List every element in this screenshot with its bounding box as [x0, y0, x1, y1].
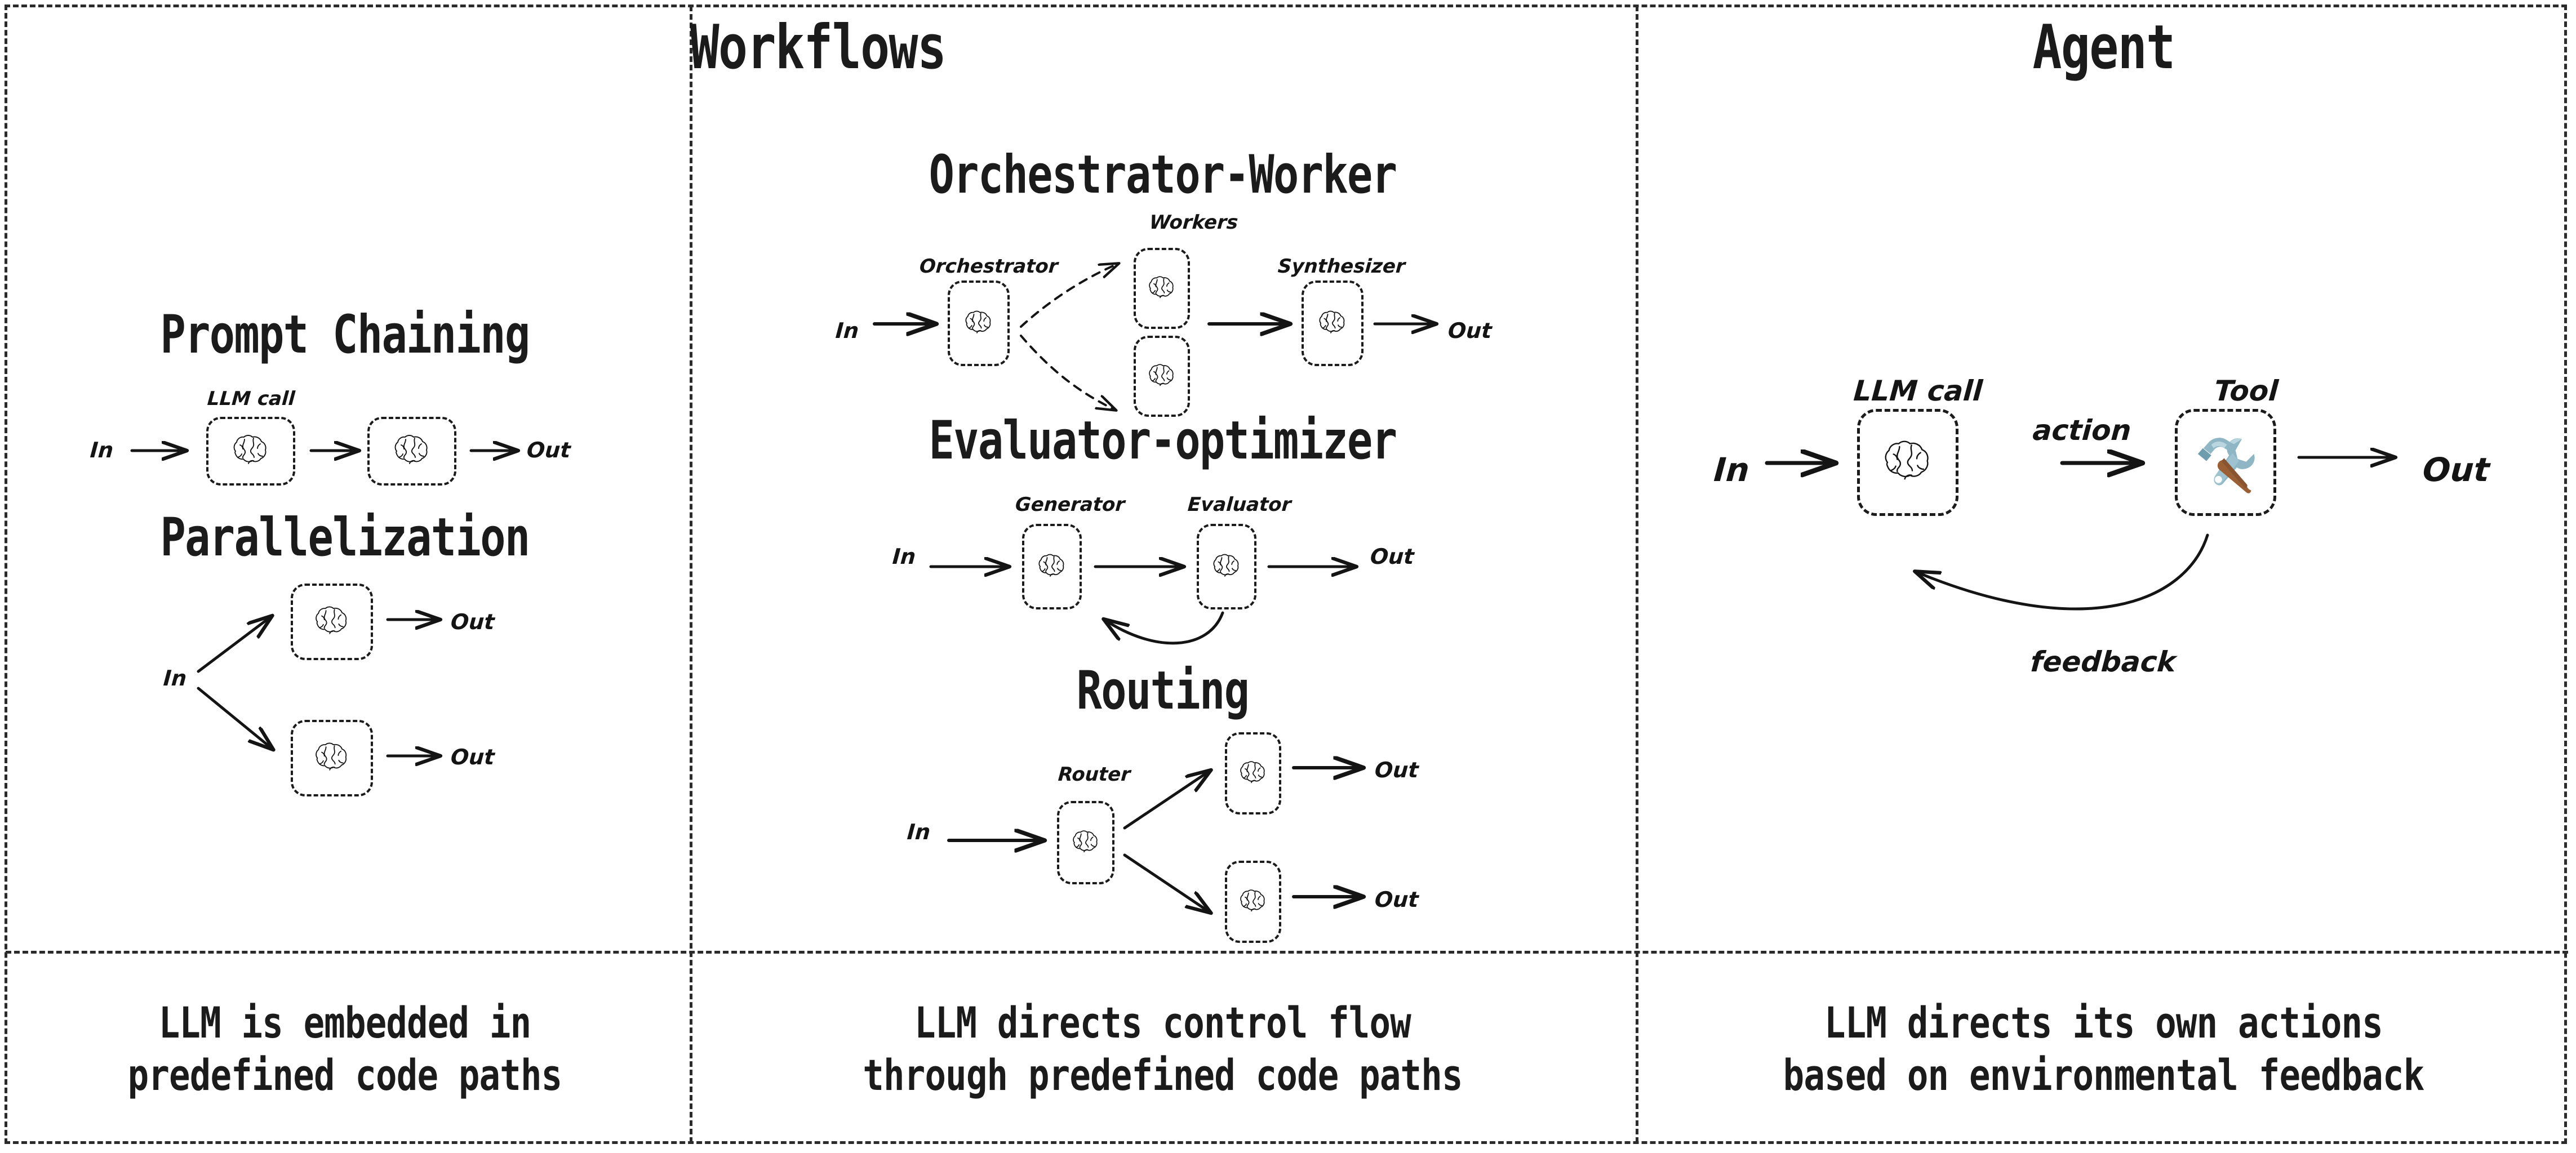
label-llm-call-prompt-chaining: LLM call: [206, 388, 296, 410]
label-orchestrator: Orchestrator: [918, 255, 1059, 278]
brain-icon: [1149, 364, 1174, 386]
outer-dashed-frame: [5, 5, 2567, 1144]
node-llm-bottom-parallelization[interactable]: [291, 720, 373, 796]
hammer-and-wrench-icon: [2197, 438, 2255, 493]
brain-icon: [1038, 554, 1064, 577]
node-route-target-bottom[interactable]: [1225, 861, 1281, 943]
label-workers: Workers: [1148, 211, 1239, 234]
brain-icon: [233, 435, 267, 464]
caption-agent-right: LLM directs its own actions based on env…: [1783, 998, 2425, 1100]
label-in-routing: In: [906, 820, 931, 844]
node-llm-call-1-prompt-chaining[interactable]: [206, 417, 295, 486]
label-llm-call-agent: LLM call: [1852, 375, 1984, 407]
label-in-agent: In: [1712, 451, 1751, 489]
column-divider-left: [690, 6, 692, 1143]
brain-icon: [394, 435, 428, 464]
node-synthesizer[interactable]: [1302, 281, 1363, 366]
pattern-title-prompt-chaining: Prompt Chaining: [160, 304, 530, 366]
brain-icon: [965, 310, 991, 333]
label-synthesizer: Synthesizer: [1277, 255, 1406, 278]
brain-icon: [316, 606, 347, 634]
label-tool-agent: Tool: [2213, 375, 2280, 407]
label-generator: Generator: [1014, 493, 1126, 516]
label-out-agent: Out: [2421, 451, 2491, 489]
label-out-top-parallelization: Out: [450, 609, 496, 634]
label-out-top-routing: Out: [1374, 758, 1420, 782]
node-evaluator[interactable]: [1197, 524, 1256, 609]
label-out-prompt-chaining: Out: [526, 438, 572, 462]
label-in-prompt-chaining: In: [89, 438, 114, 462]
pattern-title-routing: Routing: [1076, 660, 1250, 722]
node-worker-top[interactable]: [1134, 248, 1190, 329]
node-llm-call-2-prompt-chaining[interactable]: [367, 417, 456, 486]
pattern-title-evaluator-optimizer: Evaluator-optimizer: [929, 410, 1397, 471]
node-orchestrator[interactable]: [948, 281, 1010, 366]
column-divider-right: [1636, 6, 1638, 1143]
label-feedback-agent: feedback: [2029, 645, 2177, 678]
brain-icon: [1149, 276, 1174, 299]
label-action-agent: action: [2031, 414, 2133, 447]
label-in-parallelization: In: [162, 666, 188, 691]
caption-row-divider: [6, 951, 2568, 954]
column-header-agent: Agent: [2032, 12, 2175, 83]
label-evaluator: Evaluator: [1187, 493, 1292, 516]
brain-icon: [1073, 830, 1098, 853]
label-out-evaluator-optimizer: Out: [1369, 544, 1415, 569]
pattern-title-parallelization: Parallelization: [160, 507, 530, 568]
node-llm-top-parallelization[interactable]: [291, 584, 373, 660]
brain-icon: [1240, 761, 1265, 783]
column-header-workflows: Workflows: [690, 12, 947, 83]
node-router[interactable]: [1057, 801, 1114, 884]
label-in-evaluator-optimizer: In: [891, 544, 917, 569]
node-tool-agent[interactable]: [2175, 409, 2276, 516]
node-llm-call-agent[interactable]: [1857, 409, 1958, 516]
node-route-target-top[interactable]: [1225, 732, 1281, 814]
brain-icon: [1213, 554, 1239, 577]
node-worker-bottom[interactable]: [1134, 336, 1190, 417]
label-router: Router: [1057, 763, 1131, 786]
brain-icon: [316, 742, 347, 771]
brain-icon: [1240, 889, 1265, 912]
pattern-title-orchestrator-worker: Orchestrator-Worker: [929, 144, 1397, 206]
brain-icon: [1885, 440, 1929, 480]
label-out-orchestrator-worker: Out: [1447, 318, 1493, 343]
brain-icon: [1319, 310, 1345, 333]
caption-workflows-middle: LLM directs control flow through predefi…: [863, 998, 1463, 1100]
label-out-bottom-parallelization: Out: [450, 745, 496, 769]
label-in-orchestrator-worker: In: [834, 318, 860, 343]
label-out-bottom-routing: Out: [1374, 887, 1420, 912]
node-generator[interactable]: [1022, 524, 1082, 609]
caption-workflows-left: LLM is embedded in predefined code paths: [127, 998, 563, 1100]
